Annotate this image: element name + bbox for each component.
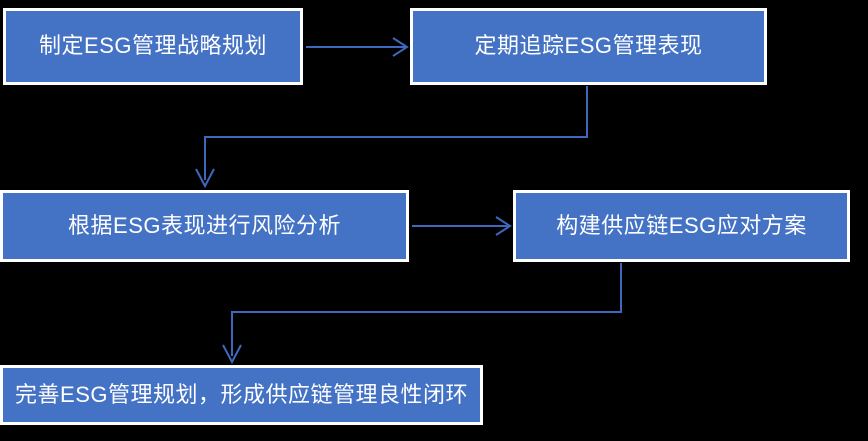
edge-strategy-track bbox=[306, 37, 409, 57]
edge-supply-loop bbox=[222, 263, 622, 365]
arrowhead-icon bbox=[495, 216, 512, 236]
node-risk-analysis-label: 根据ESG表现进行风险分析 bbox=[68, 212, 341, 238]
node-track[interactable]: 定期追踪ESG管理表现 bbox=[410, 8, 767, 85]
edge-track-risk-line bbox=[204, 86, 588, 180]
node-track-label: 定期追踪ESG管理表现 bbox=[474, 33, 703, 59]
arrowhead-icon bbox=[392, 37, 409, 57]
edge-track-risk bbox=[195, 86, 588, 189]
node-supply-chain-plan-label: 构建供应链ESG应对方案 bbox=[556, 212, 807, 238]
node-supply-chain-plan[interactable]: 构建供应链ESG应对方案 bbox=[513, 190, 850, 262]
edge-supply-loop-line bbox=[231, 263, 622, 356]
arrowhead-icon bbox=[195, 168, 215, 189]
node-closed-loop[interactable]: 完善ESG管理规划，形成供应链管理良性闭环 bbox=[0, 365, 483, 425]
node-strategy-label: 制定ESG管理战略规划 bbox=[39, 33, 267, 59]
node-closed-loop-label: 完善ESG管理规划，形成供应链管理良性闭环 bbox=[15, 381, 468, 407]
node-risk-analysis[interactable]: 根据ESG表现进行风险分析 bbox=[0, 190, 409, 262]
arrowhead-icon bbox=[222, 344, 242, 365]
node-strategy[interactable]: 制定ESG管理战略规划 bbox=[3, 8, 303, 85]
edge-risk-supply bbox=[412, 216, 512, 236]
